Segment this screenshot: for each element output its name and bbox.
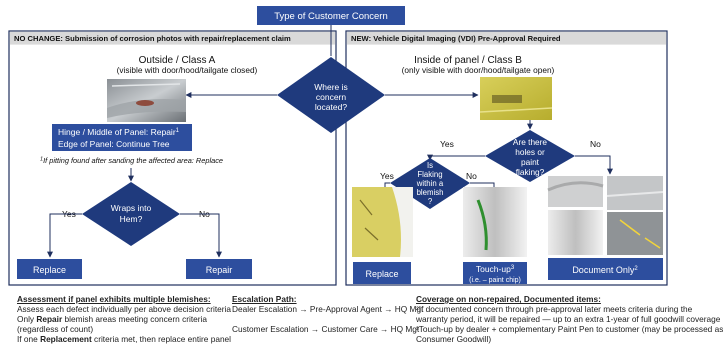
coverage-line3: ³Touch-up by dealer + complementary Pain… [416,324,723,334]
center-decision-diamond [277,57,385,133]
escalation-line1: Dealer Escalation → Pre-Approval Agent →… [232,304,424,314]
arrow-to-touchup [470,182,495,187]
flaking-line2: Flaking [417,170,442,179]
corrosion-photo-outside [107,79,186,122]
flowchart-diagram: NO CHANGE: Submission of corrosion photo… [8,6,668,286]
left-panel-header-text: NO CHANGE: Submission of corrosion photo… [14,34,291,43]
flaking-line1: Is [427,161,433,170]
touchup-box [463,262,527,284]
escalation-title: Escalation Path: [232,294,297,304]
wraps-hem-diamond [82,182,180,246]
touchup-photo [463,187,527,257]
holes-line1: Are there [513,137,548,147]
coverage-notes: Coverage on non-repaired, Documented ite… [416,294,723,344]
left-panel [8,30,337,286]
top-box [257,6,405,25]
right-panel-header-text: NEW: Vehicle Digital Imaging (VDI) Pre-A… [351,34,561,43]
holes-yes-label: Yes [440,139,454,149]
escalation-line2: Customer Escalation → Customer Care → HQ… [232,324,420,334]
replace-box-right [353,262,411,284]
left-panel-header [9,31,336,45]
right-subtitle: (only visible with door/hood/tailgate op… [402,65,555,75]
holes-line2: holes or [515,147,545,157]
left-title: Outside / Class A [139,55,216,66]
replace-text-right: Replace [365,269,398,279]
right-title: Inside of panel / Class B [414,55,522,66]
assessment-line1: Assess each defect individually per abov… [17,304,231,314]
coverage-title: Coverage on non-repaired, Documented ite… [416,294,601,304]
top-box-text: Type of Customer Concern [274,11,388,22]
wraps-line2: Hem? [120,214,143,224]
arrow-to-replace-left [47,213,82,258]
repair-box-left [186,259,252,279]
escalation-notes: Escalation Path: Dealer Escalation → Pre… [232,294,424,334]
holes-line3: paint [521,157,540,167]
assessment-notes: Assessment if panel exhibits multiple bl… [17,294,232,344]
document-only-text: Document Only2 [572,265,638,275]
flaking-line5: ? [428,197,433,206]
assessment-line4: If one Replacement criteria met, then re… [17,334,232,344]
flaking-blemish-diamond [390,158,470,209]
arrow-to-repair-left [180,213,222,258]
hinge-line2: Edge of Panel: Continue Tree [58,139,170,149]
center-decision-line1: Where is [314,82,348,92]
hinge-box [52,124,192,151]
replace-text-left: Replace [33,265,66,275]
yellow-panel-photo [479,77,553,120]
touchup-text: Touch-up3 [476,264,515,274]
left-subtitle: (visible with door/hood/tailgate closed) [117,65,258,75]
flaking-no-label: No [466,171,477,181]
arrow-to-replace-right [384,182,390,187]
assessment-line3: (regardless of count) [17,324,94,334]
coverage-line4: Consumer Goodwill) [416,334,492,344]
center-decision-line2: concern [316,92,347,102]
holes-line4: flaking? [516,167,545,177]
document-only-box [548,258,663,280]
replace-box-left [17,259,82,279]
flaking-line3: within a [416,179,444,188]
arrow-to-document [575,155,613,175]
replace-photo [352,187,413,257]
hinge-footnote: 1If pitting found after sanding the affe… [40,156,223,165]
center-decision-line3: located? [315,102,347,112]
holes-no-label: No [590,139,601,149]
wraps-line1: Wraps into [111,203,152,213]
assessment-line2: Only Repair blemish areas meeting concer… [17,314,208,324]
flaking-line4: blemish [417,188,444,197]
document-photos [547,176,664,255]
hinge-line1: Hinge / Middle of Panel: Repair1 [58,127,180,137]
right-panel-header [346,31,667,45]
flaking-yes-label: Yes [380,171,394,181]
holes-flaking-diamond [485,130,575,182]
touchup-sub: (i.e. – paint chip) [469,277,521,284]
coverage-line1: ²If documented concern through pre-appro… [416,304,693,314]
coverage-line2: warranty period, it will be repaired — u… [416,314,721,324]
assessment-title: Assessment if panel exhibits multiple bl… [17,294,211,304]
repair-text-left: Repair [206,265,233,275]
